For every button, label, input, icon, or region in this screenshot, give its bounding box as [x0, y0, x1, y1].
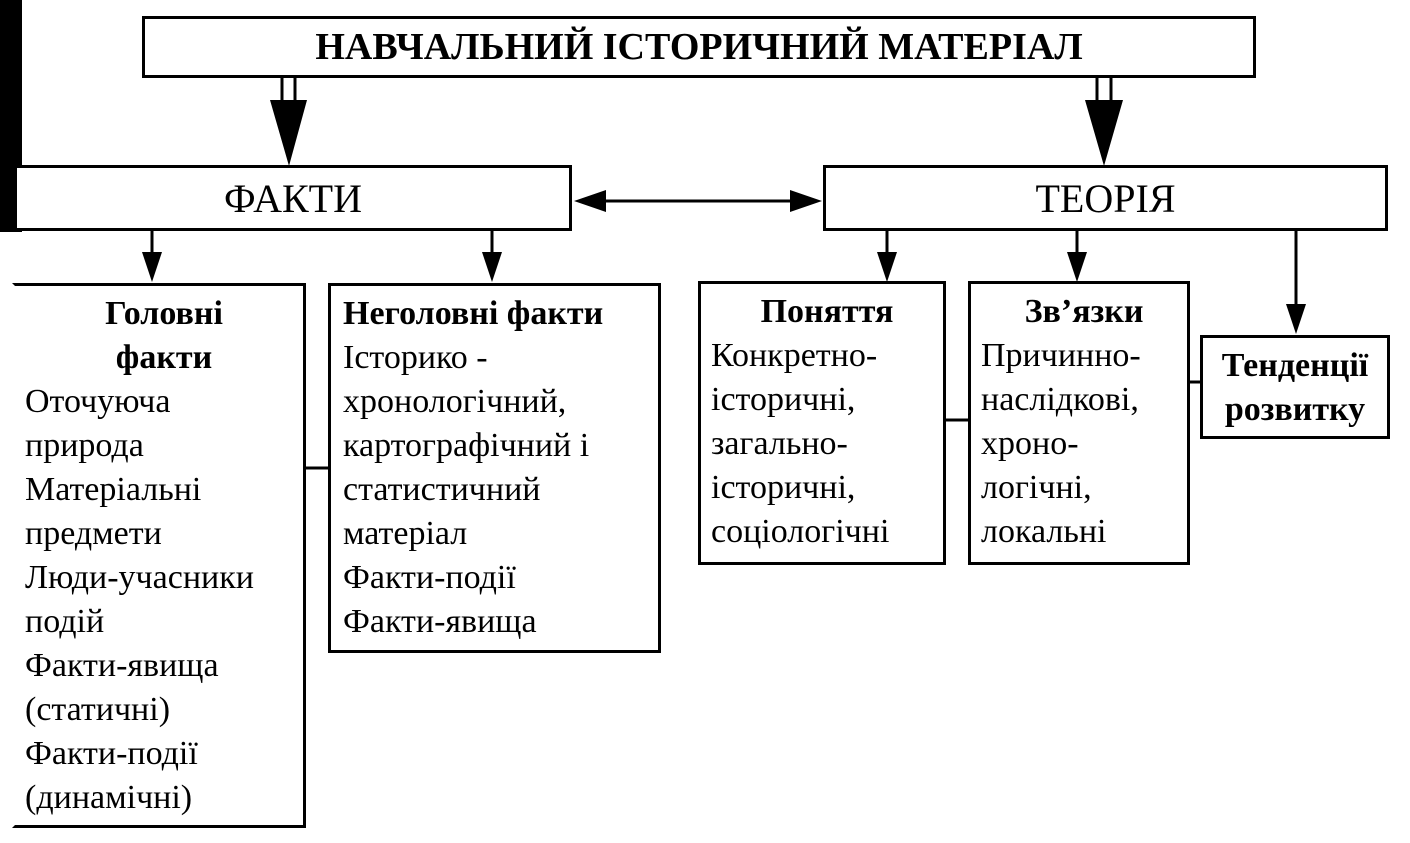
trends-heading-1: Тенденції [1221, 347, 1369, 384]
arrow-facts-to-main [142, 231, 162, 282]
facts-box: ФАКТИ [14, 165, 572, 231]
links-line: логічні, [981, 469, 1092, 506]
main-facts-line: Матеріальні [25, 471, 202, 508]
main-facts-line: (статичні) [25, 691, 171, 728]
concepts-line: історичні, [711, 381, 856, 418]
main-facts-heading-2: факти [115, 339, 213, 376]
main-facts-line: подій [25, 603, 105, 640]
main-facts-heading-1: Головні [105, 295, 223, 332]
links-line: наслідкові, [981, 381, 1139, 418]
links-line: Причинно- [981, 337, 1141, 374]
minor-facts-line: матеріал [343, 515, 468, 552]
arrow-title-to-theory [1085, 78, 1123, 166]
minor-facts-line: картографічний і [343, 427, 590, 464]
minor-facts-line: Історико - [343, 339, 488, 376]
concepts-box: Поняття Конкретно- історичні, загально- … [698, 281, 946, 565]
minor-facts-line: хронологічний, [343, 383, 567, 420]
arrow-title-to-facts [270, 78, 307, 166]
minor-facts-heading: Неголовні факти [343, 295, 604, 332]
main-facts-line: Факти-явища [25, 647, 219, 684]
title-box: НАВЧАЛЬНИЙ ІСТОРИЧНИЙ МАТЕРІАЛ [142, 16, 1256, 78]
links-line: хроно- [981, 425, 1079, 462]
concepts-line: соціологічні [711, 513, 890, 550]
arrow-theory-to-concepts [877, 231, 897, 282]
links-box: Зв’язки Причинно- наслідкові, хроно- лог… [968, 281, 1190, 565]
concepts-line: загально- [711, 425, 848, 462]
main-facts-line: Люди-учасники [25, 559, 254, 596]
concepts-line: Конкретно- [711, 337, 878, 374]
trends-box: Тенденції розвитку [1200, 335, 1390, 439]
minor-facts-line: статистичний [343, 471, 541, 508]
main-facts-line: предмети [25, 515, 162, 552]
main-facts-box: Головні факти Оточуюча природа Матеріаль… [12, 283, 306, 828]
trends-heading-2: розвитку [1224, 391, 1366, 428]
facts-text: ФАКТИ [224, 175, 362, 221]
concepts-heading: Поняття [760, 293, 894, 330]
minor-facts-line: Факти-події [343, 559, 516, 596]
main-facts-line: Оточуюча [25, 383, 171, 420]
arrow-facts-to-minor [482, 231, 502, 282]
arrow-theory-to-trends [1286, 231, 1306, 334]
arrow-facts-theory [574, 190, 822, 212]
title-text: НАВЧАЛЬНИЙ ІСТОРИЧНИЙ МАТЕРІАЛ [315, 26, 1083, 68]
concepts-line: історичні, [711, 469, 856, 506]
main-facts-line: Факти-події [25, 735, 198, 772]
links-heading: Зв’язки [1024, 293, 1144, 330]
arrow-theory-to-links [1067, 231, 1087, 282]
main-facts-line: природа [25, 427, 144, 464]
theory-box: ТЕОРІЯ [823, 165, 1388, 231]
minor-facts-box: Неголовні факти Історико - хронологічний… [328, 283, 661, 653]
theory-text: ТЕОРІЯ [1035, 175, 1176, 221]
links-line: локальні [981, 513, 1107, 550]
minor-facts-line: Факти-явища [343, 603, 537, 640]
main-facts-line: (динамічні) [25, 779, 193, 816]
